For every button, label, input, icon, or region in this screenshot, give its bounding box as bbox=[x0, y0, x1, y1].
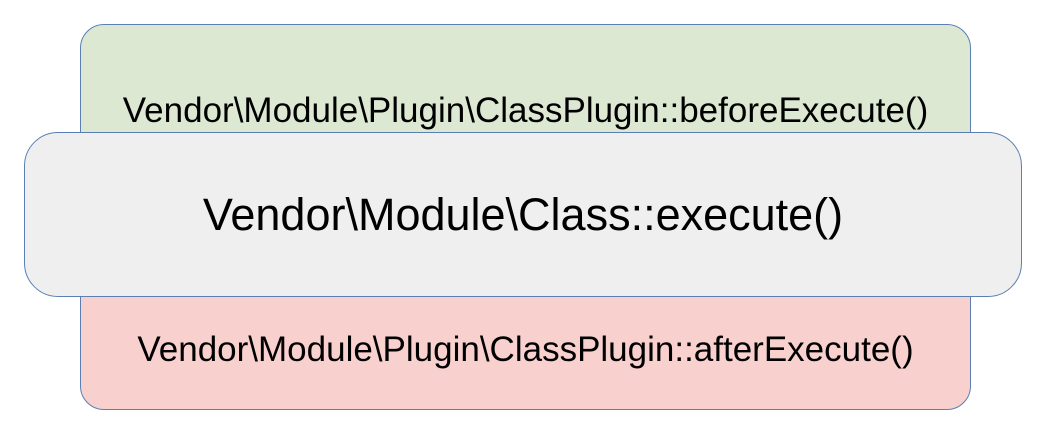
before-plugin-label: Vendor\Module\Plugin\ClassPlugin::before… bbox=[122, 91, 929, 130]
after-plugin-label: Vendor\Module\Plugin\ClassPlugin::afterE… bbox=[137, 330, 914, 369]
execute-method-label: Vendor\Module\Class::execute() bbox=[202, 189, 844, 240]
execute-method-box: Vendor\Module\Class::execute() bbox=[24, 132, 1022, 297]
